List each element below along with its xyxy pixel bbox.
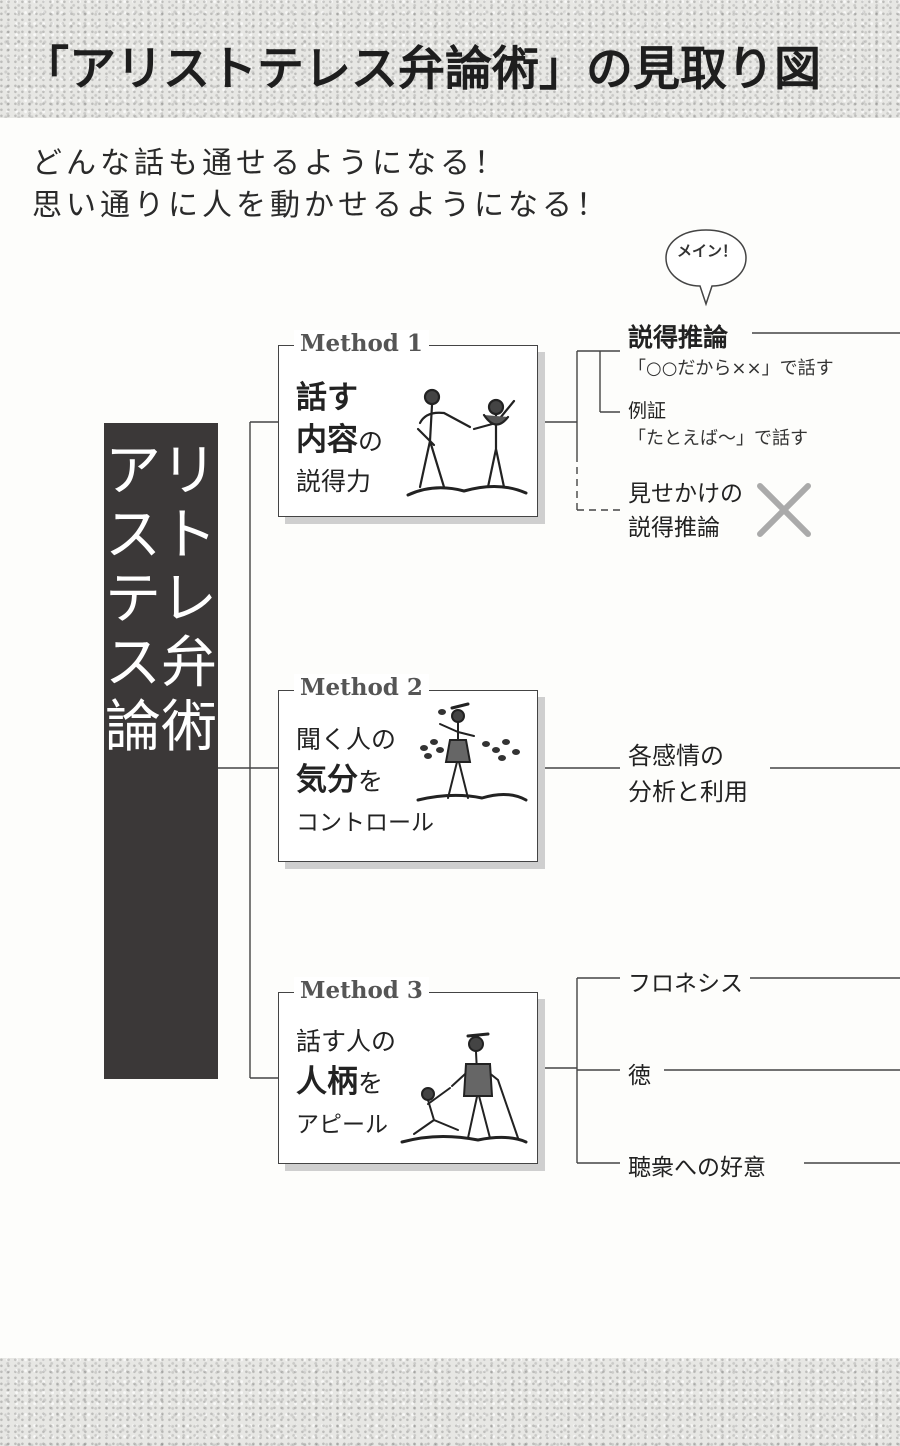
leaf-fake-syllogism-line-1: 見せかけの [628, 481, 743, 507]
leaf-example: 例証 [628, 400, 667, 422]
method-2-desc-emphasis: 気分 [296, 762, 358, 798]
root-label: アリストテレス弁論術 [105, 439, 217, 760]
method-1-desc-particle: の [358, 427, 384, 456]
method-2-tag: Method 2 [294, 674, 429, 701]
method-1-box [278, 345, 538, 517]
method-3-tag: Method 3 [294, 977, 429, 1004]
cross-mark-icon [757, 483, 811, 537]
helping-figure-woodcut-icon [400, 1032, 528, 1144]
method-3-desc-emphasis: 人柄 [296, 1064, 358, 1100]
method-2-desc-line-1: 聞く人の [296, 725, 397, 754]
method-3-description: 話す人の 人柄を アピール [296, 1022, 396, 1145]
method-3-desc-line-1: 話す人の [296, 1027, 397, 1056]
method-2-desc-line-3: コントロール [296, 810, 434, 836]
method-2-box [278, 690, 538, 862]
leaf-goodwill-to-audience: 聴衆への好意 [628, 1155, 766, 1181]
piper-with-birds-woodcut-icon [416, 702, 528, 802]
method-3-desc-line-3: アピール [296, 1112, 388, 1138]
root-box [104, 423, 218, 1079]
leaf-emotion-analysis-line-2: 分析と利用 [628, 778, 748, 806]
leaf-emotion-analysis: 各感情の 分析と利用 [628, 738, 748, 810]
method-2-description: 聞く人の 気分を コントロール [296, 720, 434, 843]
intro-line-1: どんな話も通せるようになる！ [32, 146, 508, 181]
leaf-example-note: 「たとえば〜」で話す [628, 428, 808, 449]
speech-bubble-icon [665, 229, 747, 307]
leaf-phronesis: フロネシス [628, 971, 743, 997]
main-callout: メイン！ [677, 242, 738, 260]
page-title: 「アリストテレス弁論術」の見取り図 [22, 42, 821, 97]
leaf-fake-syllogism: 見せかけの 説得推論 [628, 477, 743, 545]
leaf-rhetorical-syllogism-note: 「○○だから××」で話す [628, 358, 834, 379]
method-1-desc-emphasis: 内容 [296, 422, 358, 458]
leaf-rhetorical-syllogism: 説得推論 [628, 323, 729, 352]
leaf-virtue: 徳 [628, 1063, 651, 1089]
method-1-desc-line-1: 話す [296, 380, 358, 416]
textured-footer-band [0, 1358, 900, 1446]
two-figures-woodcut-icon [406, 388, 528, 497]
method-1-description: 話す 内容の 説得力 [296, 378, 383, 502]
intro-line-2: 思い通りに人を動かせるようになる！ [32, 188, 610, 223]
textured-header-band [0, 0, 900, 118]
method-2-desc-particle: を [358, 767, 384, 796]
leaf-emotion-analysis-line-1: 各感情の [628, 742, 724, 770]
leaf-fake-syllogism-line-2: 説得推論 [628, 515, 720, 541]
method-1-tag: Method 1 [294, 330, 429, 357]
method-1-desc-line-3: 説得力 [296, 467, 372, 496]
method-3-desc-particle: を [358, 1069, 384, 1098]
